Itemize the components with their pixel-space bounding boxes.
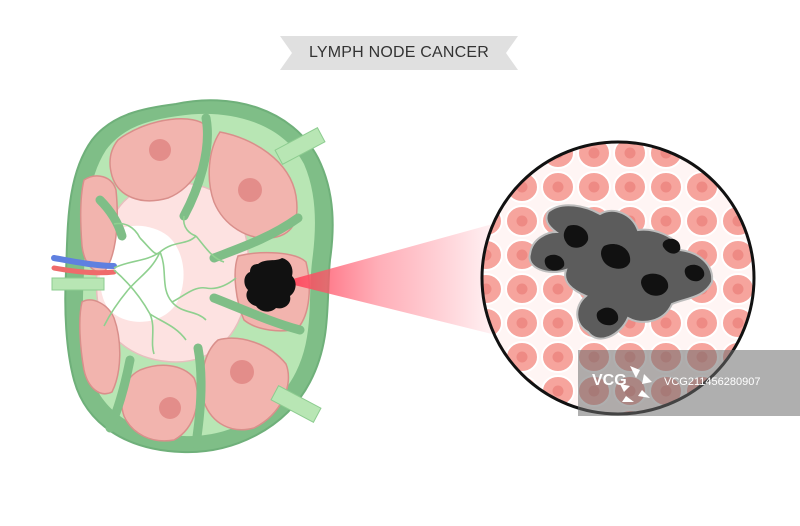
efferent-vessel <box>51 277 105 291</box>
follicle-lower-left <box>79 299 121 395</box>
watermark-brand: VCG <box>592 372 627 389</box>
blood-vessel-artery <box>51 265 117 276</box>
blood-vessel-vein <box>51 255 117 269</box>
follicle-bottom <box>120 364 199 442</box>
follicle-left <box>79 175 118 273</box>
tumor <box>244 258 296 312</box>
lymph-vessel-top-right <box>274 126 326 166</box>
follicle-center <box>149 139 171 161</box>
follicle-center <box>159 397 181 419</box>
follicle-center <box>230 360 254 384</box>
diagram-title: LYMPH NODE CANCER <box>308 44 490 61</box>
lymph-vessel-bottom-right <box>270 384 322 424</box>
watermark-band <box>578 350 800 416</box>
magnification-beam <box>282 222 500 336</box>
cancer-cell-cluster <box>528 204 714 340</box>
watermark-id: VCG211456280907 <box>664 376 761 388</box>
follicle-center <box>238 178 262 202</box>
vcg-logo-icon <box>620 366 652 402</box>
trabeculae <box>95 113 305 449</box>
title-banner <box>280 36 518 70</box>
reticular-network <box>103 215 237 355</box>
